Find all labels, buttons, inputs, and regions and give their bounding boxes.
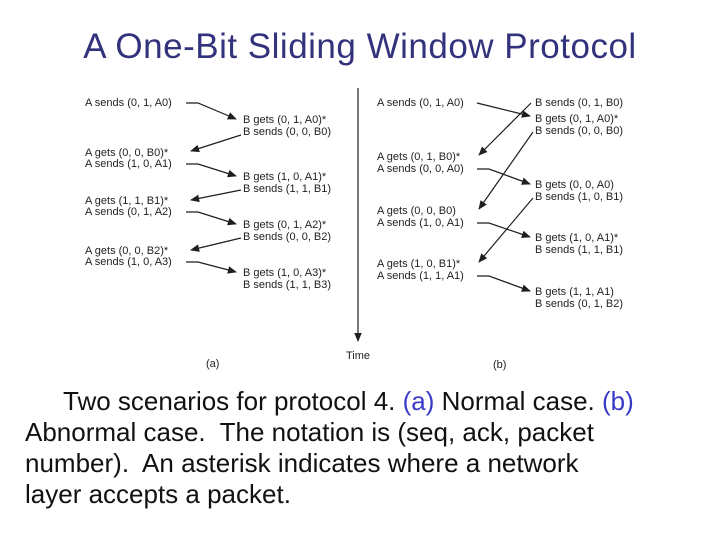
message-arrow: [186, 102, 237, 120]
event-label: A sends (0, 0, A0): [377, 163, 464, 175]
event-label: A gets (0, 0, B2)*: [85, 245, 169, 257]
message-arrow: [186, 163, 237, 178]
event-label: B gets (1, 1, A1): [535, 286, 614, 298]
event-label: B gets (1, 0, A3)*: [243, 267, 327, 279]
event-label: B gets (1, 0, A1)*: [243, 171, 327, 183]
event-label: B gets (0, 1, A0)*: [535, 113, 619, 125]
scenario-label: (a): [206, 358, 220, 370]
event-label: B sends (0, 0, B2): [243, 231, 332, 243]
message-arrow: [477, 222, 531, 238]
event-label: B sends (1, 1, B3): [243, 279, 332, 291]
event-label: A sends (0, 1, A0): [85, 97, 172, 109]
message-arrow: [190, 134, 242, 153]
event-label: A sends (0, 1, A0): [377, 97, 464, 109]
time-axis-label: Time: [346, 350, 371, 362]
caption-text: Abnormal case. The notation is (seq, ack…: [25, 417, 594, 447]
event-label: B sends (1, 1, B1): [243, 183, 332, 195]
caption: Two scenarios for protocol 4. (a) Normal…: [25, 386, 715, 510]
event-label: A gets (0, 1, B0)*: [377, 151, 461, 163]
event-label: A sends (1, 0, A1): [85, 158, 172, 170]
event-label: A sends (1, 0, A1): [377, 217, 464, 229]
message-arrow: [190, 237, 242, 252]
message-arrow: [477, 168, 531, 185]
caption-text: number). An asterisk indicates where a n…: [25, 448, 579, 478]
event-label: B sends (0, 1, B2): [535, 298, 624, 310]
caption-text: layer accepts a packet.: [25, 479, 291, 509]
caption-accent-text: (a): [402, 386, 435, 416]
message-arrow: [476, 102, 531, 118]
event-label: B sends (1, 1, B1): [535, 244, 624, 256]
message-arrow: [478, 131, 534, 210]
event-label: A sends (1, 1, A1): [377, 270, 464, 282]
event-label: A gets (0, 0, B0): [377, 205, 456, 217]
message-arrow: [478, 197, 534, 263]
message-arrow: [186, 261, 237, 274]
event-label: B sends (1, 0, B1): [535, 191, 624, 203]
protocol-diagram: A sends (0, 1, A0)B gets (0, 1, A0)*B se…: [85, 88, 624, 371]
slide-title: A One-Bit Sliding Window Protocol: [83, 27, 637, 66]
event-label: A gets (1, 1, B1)*: [85, 195, 169, 207]
event-label: B sends (0, 0, B0): [535, 125, 624, 137]
caption-text: Two scenarios for protocol 4.: [63, 386, 403, 416]
event-label: B gets (0, 1, A2)*: [243, 219, 327, 231]
event-label: A sends (0, 1, A2): [85, 206, 172, 218]
message-arrow: [478, 102, 532, 156]
message-arrow: [186, 211, 237, 226]
event-label: B gets (1, 0, A1)*: [535, 232, 619, 244]
event-label: B sends (0, 0, B0): [243, 126, 332, 138]
event-label: A gets (1, 0, B1)*: [377, 258, 461, 270]
event-label: A sends (1, 0, A3): [85, 256, 172, 268]
event-label: B gets (0, 0, A0): [535, 179, 614, 191]
caption-text: Normal case.: [434, 386, 602, 416]
message-arrow: [477, 275, 531, 292]
caption-line: number). An asterisk indicates where a n…: [25, 448, 715, 479]
event-label: B sends (0, 1, B0): [535, 97, 624, 109]
caption-line: Two scenarios for protocol 4. (a) Normal…: [25, 386, 715, 417]
message-arrow: [190, 189, 242, 203]
caption-line: layer accepts a packet.: [25, 479, 715, 510]
scenario-label: (b): [493, 359, 507, 371]
event-label: A gets (0, 0, B0)*: [85, 147, 169, 159]
event-label: B gets (0, 1, A0)*: [243, 114, 327, 126]
caption-accent-text: (b): [602, 386, 634, 416]
caption-line: Abnormal case. The notation is (seq, ack…: [25, 417, 715, 448]
arrow-layer: [186, 88, 534, 342]
diagram-arrows-svg: [186, 88, 534, 342]
